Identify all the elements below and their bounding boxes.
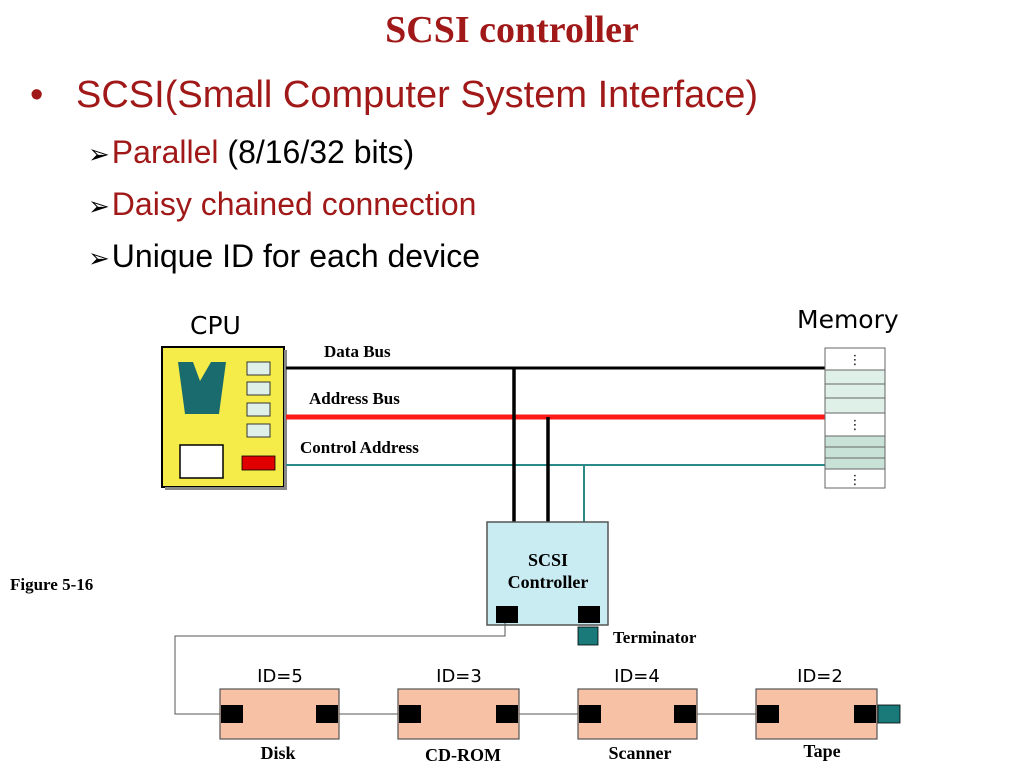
data-bus-label: Data Bus xyxy=(324,342,391,361)
device-tape: ID=2 Tape xyxy=(755,666,901,761)
scsi-controller: SCSI Controller xyxy=(486,521,609,626)
device-port xyxy=(757,705,779,723)
arrow-bullet-icon: ➢ xyxy=(88,191,110,221)
chain-cable xyxy=(174,623,506,715)
sub-bullet-daisy: ➢Daisy chained connection xyxy=(88,186,476,223)
terminator-icon xyxy=(877,704,901,724)
slide-title: SCSI controller xyxy=(385,9,639,51)
cpu-box xyxy=(161,346,287,490)
device-id: ID=4 xyxy=(614,666,660,687)
sub-bullet-parallel: ➢Parallel (8/16/32 bits) xyxy=(88,134,414,171)
cpu-chip-icon xyxy=(178,362,226,414)
device-name: Tape xyxy=(803,741,840,761)
main-bullet-text: SCSI(Small Computer System Interface) xyxy=(76,74,759,116)
controller-label-line1: SCSI xyxy=(528,550,568,570)
memory-stack: ⋮ ⋮ ⋮ xyxy=(824,347,886,489)
device-cd-rom: ID=3 CD-ROM xyxy=(397,666,520,765)
controller-port xyxy=(496,606,518,623)
device-id: ID=5 xyxy=(257,666,303,687)
memory-dots: ⋮ xyxy=(849,473,862,488)
control-bus-label: Control Address xyxy=(300,438,419,457)
device-port xyxy=(674,705,696,723)
terminator-label: Terminator xyxy=(613,628,697,647)
sub-bullet-unique-id: ➢Unique ID for each device xyxy=(88,238,480,275)
device-port xyxy=(496,705,518,723)
sub-bullet-rest: Unique ID for each device xyxy=(111,238,480,274)
device-port xyxy=(316,705,338,723)
device-port xyxy=(399,705,421,723)
memory-dots: ⋮ xyxy=(849,353,862,368)
terminator-icon xyxy=(577,626,599,646)
address-bus-label: Address Bus xyxy=(309,389,400,408)
memory-label: Memory xyxy=(797,305,899,334)
device-name: Scanner xyxy=(609,743,672,763)
main-bullet: • SCSI(Small Computer System Interface) xyxy=(30,74,758,117)
device-id: ID=2 xyxy=(797,666,843,687)
device-scanner: ID=4 Scanner xyxy=(577,666,698,763)
arrow-bullet-icon: ➢ xyxy=(88,139,110,169)
controller-port xyxy=(578,606,600,623)
device-disk: ID=5 Disk xyxy=(219,666,340,763)
memory-dots: ⋮ xyxy=(849,418,862,433)
device-port xyxy=(579,705,601,723)
sub-bullet-highlight: Daisy chained connection xyxy=(111,186,477,222)
controller-label-line2: Controller xyxy=(508,572,589,592)
device-port xyxy=(854,705,876,723)
arrow-bullet-icon: ➢ xyxy=(88,243,110,273)
device-port xyxy=(221,705,243,723)
sub-bullet-rest: (8/16/32 bits) xyxy=(218,134,415,170)
sub-bullet-highlight: Parallel xyxy=(111,134,219,170)
bullet-dot: • xyxy=(30,74,44,116)
device-name: CD-ROM xyxy=(425,745,501,765)
cpu-label: CPU xyxy=(190,311,241,340)
device-name: Disk xyxy=(260,743,295,763)
figure-label: Figure 5-16 xyxy=(10,575,93,594)
device-id: ID=3 xyxy=(436,666,482,687)
